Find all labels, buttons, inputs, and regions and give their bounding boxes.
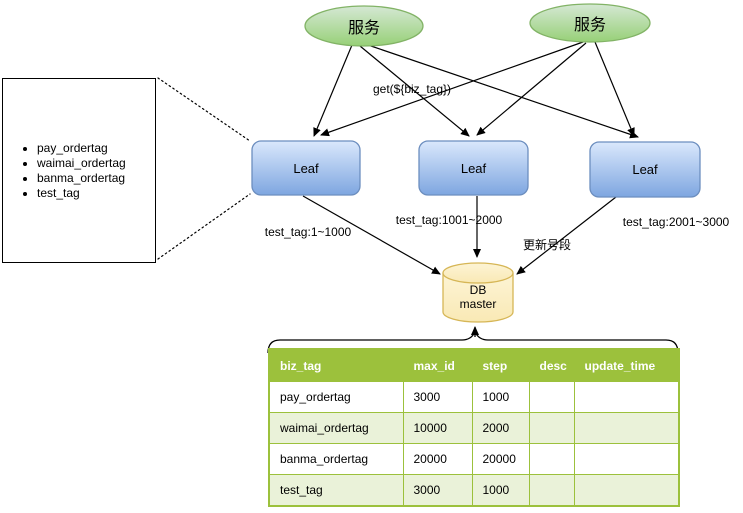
edge-label-leaf2-segment: test_tag:1001~2000 xyxy=(395,213,503,227)
leaf-node-3 xyxy=(589,141,701,198)
service-to-leaf-arrows xyxy=(313,41,639,139)
leaf-node-1-label: Leaf xyxy=(293,160,319,176)
table-row: test_tag 3000 1000 xyxy=(268,474,680,507)
service-node-2-label: 服务 xyxy=(573,17,606,34)
cell-step: 1000 xyxy=(471,381,530,413)
header-desc: desc xyxy=(528,348,575,382)
service-node-1 xyxy=(304,5,424,47)
cell-max-id: 3000 xyxy=(402,381,473,413)
cell-update-time xyxy=(573,412,680,444)
segment-table: biz_tag max_id step desc update_time pay… xyxy=(268,348,680,507)
cell-desc xyxy=(528,474,575,507)
table-row: pay_ordertag 3000 1000 xyxy=(268,381,680,413)
cell-update-time xyxy=(573,443,680,475)
cell-biz-tag: pay_ordertag xyxy=(268,381,404,413)
edge-label-leaf3-segment: test_tag:2001~3000 xyxy=(622,215,730,229)
cell-step: 1000 xyxy=(471,474,530,507)
table-row: waimai_ordertag 10000 2000 xyxy=(268,412,680,444)
service-node-1-label: 服务 xyxy=(347,20,380,37)
db-cylinder xyxy=(442,262,514,323)
biz-tag-list-item: banma_ordertag xyxy=(37,171,126,186)
header-biz-tag: biz_tag xyxy=(268,348,404,382)
db-label-line1: DB xyxy=(469,283,487,297)
edge-label-update-segment: 更新号段 xyxy=(522,238,571,252)
biz-tag-list-item: test_tag xyxy=(37,186,126,201)
table-to-db-brace xyxy=(267,326,679,354)
header-update-time: update_time xyxy=(573,348,680,382)
header-max-id: max_id xyxy=(402,348,473,382)
cell-desc xyxy=(528,412,575,444)
biz-tag-list-box: pay_ordertag waimai_ordertag banma_order… xyxy=(2,78,156,263)
cell-update-time xyxy=(573,474,680,507)
db-label-line2: master xyxy=(459,297,497,311)
db-master-label: DB master xyxy=(443,280,513,314)
leaf-node-3-label: Leaf xyxy=(632,162,658,177)
biz-tag-list-item: pay_ordertag xyxy=(37,141,126,156)
service-node-2 xyxy=(529,3,651,43)
table-row: banma_ordertag 20000 20000 xyxy=(268,443,680,475)
cell-biz-tag: banma_ordertag xyxy=(268,443,404,475)
cell-biz-tag: waimai_ordertag xyxy=(268,412,404,444)
header-step: step xyxy=(471,348,530,382)
leaf-node-1 xyxy=(251,140,361,196)
biz-tag-list-item: waimai_ordertag xyxy=(37,156,126,171)
edge-label-leaf1-segment: test_tag:1~1000 xyxy=(264,225,352,239)
cell-update-time xyxy=(573,381,680,413)
edge-label-get-request: get(${biz_tag}) xyxy=(372,82,452,96)
cell-desc xyxy=(528,381,575,413)
leaf-node-2 xyxy=(418,140,529,196)
leaf-to-db-arrows xyxy=(302,195,617,275)
cell-max-id: 3000 xyxy=(402,474,473,507)
segment-table-header-row: biz_tag max_id step desc update_time xyxy=(268,348,680,382)
cell-desc xyxy=(528,443,575,475)
cell-step: 2000 xyxy=(471,412,530,444)
biz-tag-list: pay_ordertag waimai_ordertag banma_order… xyxy=(3,141,126,201)
callout-dotted-lines xyxy=(157,77,251,260)
cell-biz-tag: test_tag xyxy=(268,474,404,507)
cell-max-id: 20000 xyxy=(402,443,473,475)
cell-max-id: 10000 xyxy=(402,412,473,444)
leaf-node-2-label: Leaf xyxy=(460,160,487,176)
cell-step: 20000 xyxy=(471,443,530,475)
